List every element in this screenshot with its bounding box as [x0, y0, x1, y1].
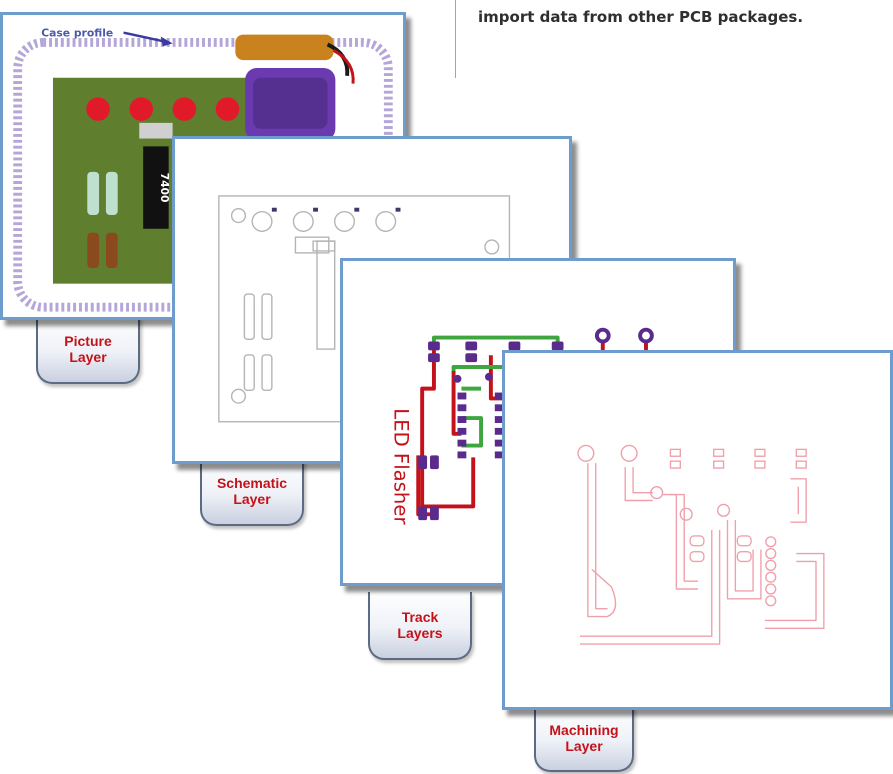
- case-profile-label: Case profile: [41, 27, 113, 40]
- schematic-layer-label: Schematic Layer: [216, 475, 288, 507]
- machining-layer-label: Machining Layer: [549, 722, 619, 754]
- machining-layer-graphic: [577, 444, 825, 645]
- machining-layer-tab[interactable]: Machining Layer: [534, 706, 634, 772]
- schematic-layer-tab[interactable]: Schematic Layer: [200, 458, 304, 526]
- chip-label: 7400: [158, 173, 171, 203]
- picture-layer-tab[interactable]: Picture Layer: [36, 316, 140, 384]
- led-flasher-text: LED Flasher: [390, 408, 413, 525]
- intro-text: import data from other PCB packages.: [478, 8, 804, 26]
- track-layers-tab[interactable]: Track Layers: [368, 592, 472, 660]
- column-divider: [455, 0, 456, 78]
- track-layers-label: Track Layers: [397, 609, 443, 641]
- picture-layer-label: Picture Layer: [64, 333, 112, 365]
- machining-layer-panel: [502, 350, 893, 710]
